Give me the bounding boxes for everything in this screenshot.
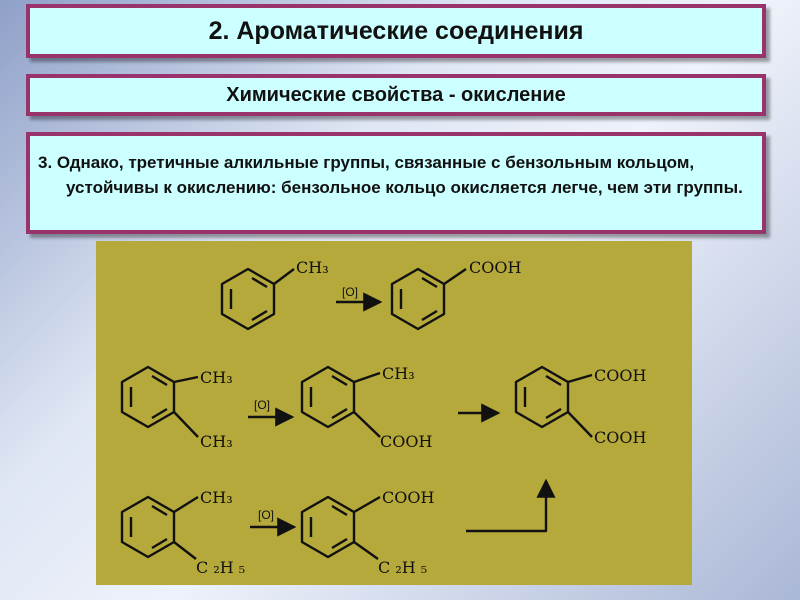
ethylbenzoic-acid-ring bbox=[300, 495, 381, 560]
label-ch3-1: CH₃ bbox=[296, 258, 329, 277]
label-ch3-3: CH₃ bbox=[200, 488, 233, 507]
text-box: 3. Однако, третичные алкильные группы, с… bbox=[26, 132, 766, 234]
label-cooh-2c: COOH bbox=[594, 428, 646, 447]
label-ch3-2b: CH₃ bbox=[200, 432, 233, 451]
benzoic-acid-ring bbox=[390, 267, 467, 331]
label-cooh-2a: COOH bbox=[380, 432, 432, 451]
phthalic-acid-ring bbox=[514, 365, 593, 438]
arrow-row3-elbow bbox=[466, 478, 556, 533]
label-c2h5-3a: C ₂H ₅ bbox=[196, 558, 245, 577]
label-oxidant-1: [O] bbox=[342, 285, 358, 299]
slide-title: 2. Ароматические соединения bbox=[208, 16, 584, 45]
label-ch3-2a: CH₃ bbox=[200, 368, 233, 387]
label-cooh-1: COOH bbox=[469, 258, 521, 277]
label-cooh-2b: COOH bbox=[594, 366, 646, 385]
o-xylene-ring bbox=[120, 365, 199, 438]
toluene-ring bbox=[220, 267, 295, 331]
toluic-acid-ring bbox=[300, 365, 381, 438]
reaction-diagram: CH₃ [O] COOH CH₃ CH₃ [O] CH₃ COOH COOH C… bbox=[96, 241, 692, 585]
label-oxidant-3: [O] bbox=[258, 508, 274, 522]
title-box: 2. Ароматические соединения bbox=[26, 4, 766, 58]
label-ch3-2c: CH₃ bbox=[382, 364, 415, 383]
slide-subtitle: Химические свойства - окисление bbox=[226, 83, 566, 106]
subtitle-box: Химические свойства - окисление bbox=[26, 74, 766, 116]
ethyltoluene-ring bbox=[120, 495, 199, 560]
reaction-svg: CH₃ [O] COOH CH₃ CH₃ [O] CH₃ COOH COOH C… bbox=[120, 258, 646, 577]
label-cooh-3: COOH bbox=[382, 488, 434, 507]
label-oxidant-2: [O] bbox=[254, 398, 270, 412]
body-paragraph: 3. Однако, третичные алкильные группы, с… bbox=[38, 153, 743, 197]
label-c2h5-3b: C ₂H ₅ bbox=[378, 558, 427, 577]
